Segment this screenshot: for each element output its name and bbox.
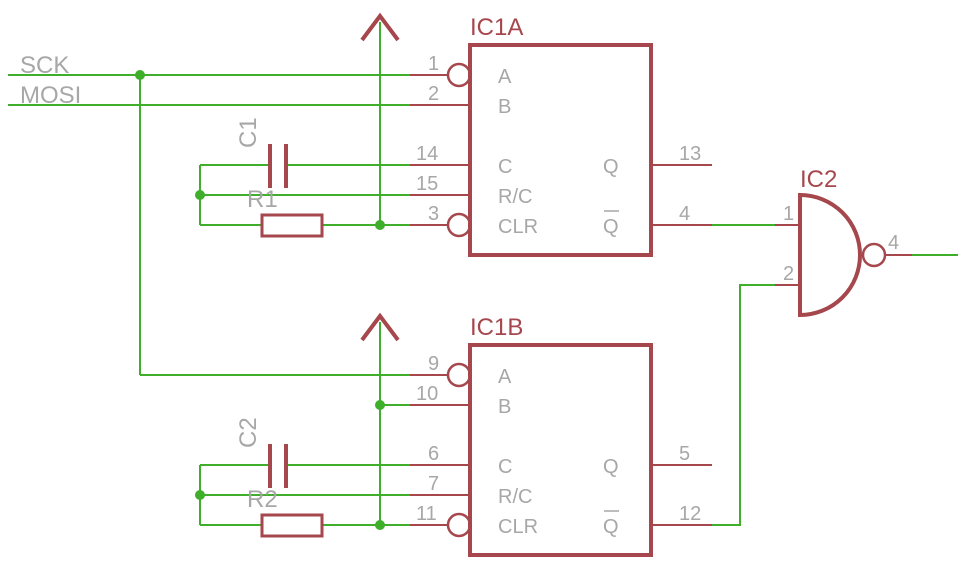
ic1b-label-q: Q bbox=[603, 456, 619, 478]
ic1b-label-c: C bbox=[498, 456, 512, 478]
ic1b-body bbox=[468, 343, 653, 557]
ic1a-label-rc: R/C bbox=[498, 186, 532, 208]
ic1b-pin-num-b: 10 bbox=[416, 383, 438, 405]
junction-sck bbox=[135, 70, 145, 80]
c1-label: C1 bbox=[235, 117, 262, 148]
vcc-arrow-bottom bbox=[360, 312, 400, 342]
junction-rc2 bbox=[195, 490, 205, 500]
ic1b-label-rc: R/C bbox=[498, 486, 532, 508]
ic1b-title: IC1B bbox=[470, 314, 523, 341]
ic1a-pin-num-a: 1 bbox=[428, 53, 439, 75]
ic1a-label-clr: CLR bbox=[498, 216, 538, 238]
supply-symbols bbox=[360, 12, 400, 342]
wire-ic1b-qbar-out bbox=[712, 284, 800, 526]
ic1b-bubble-a bbox=[446, 362, 472, 388]
net-label-sck: SCK bbox=[20, 52, 69, 79]
wires bbox=[8, 22, 958, 526]
ic2-title: IC2 bbox=[800, 166, 837, 193]
junction-clr1 bbox=[375, 220, 385, 230]
ic1b-label-qbar: Q bbox=[603, 516, 619, 538]
ic1a-bubble-clr bbox=[446, 212, 472, 238]
ic1a-label-a: A bbox=[498, 66, 512, 88]
r1-body bbox=[260, 213, 324, 238]
ic1a-pin-num-qbar: 4 bbox=[679, 203, 690, 225]
resistor-r2: R2 bbox=[247, 486, 324, 538]
c2-label: C2 bbox=[235, 417, 262, 448]
junctions bbox=[135, 70, 385, 530]
r2-label: R2 bbox=[247, 486, 278, 513]
ic1b-label-a: A bbox=[498, 366, 512, 388]
ic1b-pin-num-rc: 7 bbox=[428, 473, 439, 495]
vcc-arrow-top bbox=[360, 12, 400, 42]
ic2-nand-gate: IC2 1 2 4 bbox=[775, 166, 912, 318]
resistor-r1: R1 bbox=[247, 186, 324, 238]
ic1a-bubble-a bbox=[446, 62, 472, 88]
ic1a-pin-num-rc: 15 bbox=[416, 173, 438, 195]
ic2-pin-num-4: 4 bbox=[888, 232, 899, 254]
ic1a-body bbox=[468, 43, 653, 257]
ic1a-label-b: B bbox=[498, 96, 511, 118]
junction-rc1 bbox=[195, 190, 205, 200]
ic1b-pin-num-c: 6 bbox=[428, 443, 439, 465]
ic1b-pin-num-clr: 11 bbox=[416, 503, 437, 525]
ic2-pin-num-1: 1 bbox=[783, 203, 794, 225]
capacitor-c1: C1 bbox=[235, 117, 288, 188]
ic1a-title: IC1A bbox=[470, 14, 523, 41]
junction-b2 bbox=[375, 400, 385, 410]
ic2-body bbox=[798, 192, 862, 318]
ic1a-label-q: Q bbox=[603, 156, 619, 178]
r1-label: R1 bbox=[247, 186, 278, 213]
ic2-output-bubble bbox=[861, 242, 887, 268]
ic1b-pin-num-q: 5 bbox=[679, 443, 690, 465]
ic1b-block: IC1B 9 10 6 7 11 5 12 A B C R/C CLR Q Q bbox=[410, 314, 712, 557]
ic1a-pin-num-c: 14 bbox=[416, 143, 438, 165]
ic1a-pin-num-b: 2 bbox=[428, 83, 439, 105]
r2-body bbox=[260, 513, 324, 538]
ic1b-label-b: B bbox=[498, 396, 511, 418]
ic1b-label-clr: CLR bbox=[498, 516, 538, 538]
ic1a-pin-num-q: 13 bbox=[679, 143, 701, 165]
capacitor-c2: C2 bbox=[235, 417, 288, 488]
ic1a-block: IC1A 1 2 14 15 3 13 4 A B C R/C CLR Q Q bbox=[410, 14, 712, 257]
net-label-mosi: MOSI bbox=[20, 82, 81, 109]
junction-clr2 bbox=[375, 520, 385, 530]
ic1a-label-c: C bbox=[498, 156, 512, 178]
ic1b-pin-num-qbar: 12 bbox=[679, 503, 701, 525]
ic1a-label-qbar: Q bbox=[603, 216, 619, 238]
ic1a-pin-num-clr: 3 bbox=[428, 203, 439, 225]
ic1b-bubble-clr bbox=[446, 512, 472, 538]
ic2-pin-num-2: 2 bbox=[783, 263, 794, 285]
ic1b-pin-num-a: 9 bbox=[428, 353, 439, 375]
